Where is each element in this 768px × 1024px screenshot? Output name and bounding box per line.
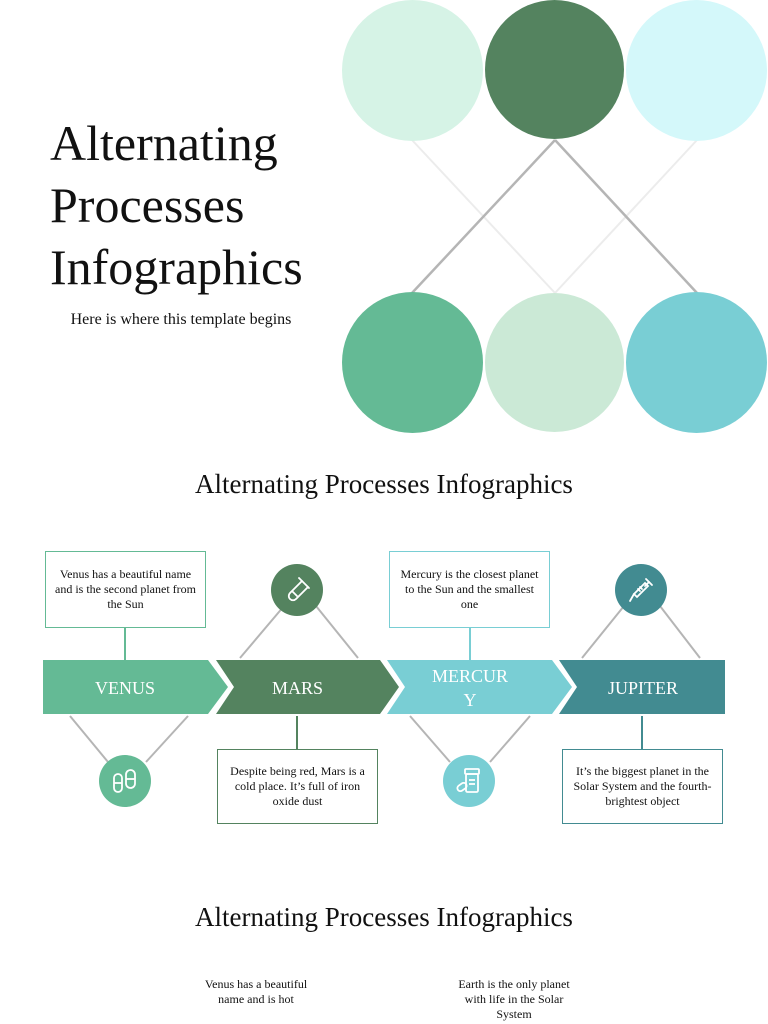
arrow-venus xyxy=(43,660,228,714)
process-arrows xyxy=(43,660,725,714)
medicine-bottle-icon xyxy=(443,755,495,807)
hero-circle-bottom-right xyxy=(626,292,767,433)
syringe-icon xyxy=(615,564,667,616)
arrow-mars xyxy=(216,660,399,714)
arrow-mercury xyxy=(387,660,572,714)
note-venus: Venus has a beautiful name and is hot xyxy=(204,977,308,1006)
hero-title-line: Infographics xyxy=(50,239,303,295)
hero-connector-lines xyxy=(411,139,698,294)
hero-circle-top-left xyxy=(342,0,483,141)
section-title: Alternating Processes Infographics xyxy=(195,469,573,499)
hero-circle-bottom-center xyxy=(485,293,624,432)
step-label-venus: VENUS xyxy=(94,678,155,698)
step-text-venus: Venus has a beautiful name and is the se… xyxy=(45,551,206,628)
note-earth: Earth is the only planet with life in th… xyxy=(458,977,570,1021)
arrow-jupiter xyxy=(559,660,725,714)
process-connectors xyxy=(69,605,701,763)
hero-title-line: Processes xyxy=(50,177,245,233)
hero-title-line: Alternating xyxy=(50,115,278,171)
section-title: Alternating Processes Infographics xyxy=(195,902,573,932)
hero-circle-top-center xyxy=(485,0,624,139)
pills-icon xyxy=(99,755,151,807)
step-text-jupiter: It’s the biggest planet in the Solar Sys… xyxy=(562,749,723,824)
hero-title: Alternating Processes Infographics xyxy=(50,112,303,298)
step-text-mercury: Mercury is the closest planet to the Sun… xyxy=(389,551,550,628)
test-tube-icon xyxy=(271,564,323,616)
hero-circle-bottom-left xyxy=(342,292,483,433)
step-label-mercury: MERCUR Y xyxy=(431,666,509,710)
step-label-jupiter: JUPITER xyxy=(607,678,678,698)
step-label-mars: MARS xyxy=(271,678,324,698)
step-text-mars: Despite being red, Mars is a cold place.… xyxy=(217,749,378,824)
hero-subtitle: Here is where this template begins xyxy=(70,311,292,328)
hero-circle-top-right xyxy=(626,0,767,141)
